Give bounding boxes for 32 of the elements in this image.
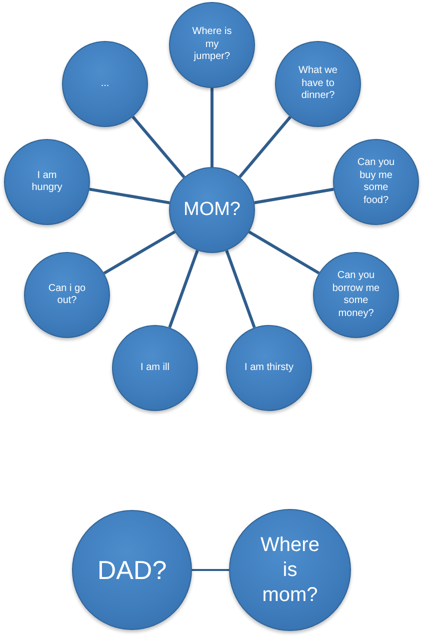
circle-label: I am hungry	[30, 170, 64, 194]
connector-line	[103, 230, 176, 275]
connector-line	[225, 250, 256, 328]
question-circle	[169, 2, 255, 88]
question-circle	[275, 41, 361, 127]
connector-line	[132, 116, 186, 178]
circle-label: What we have to dinner?	[298, 65, 338, 103]
connector-line	[238, 116, 292, 178]
circle-label: ...	[100, 78, 110, 90]
circle-label: Where is mom?	[260, 532, 320, 608]
circle-label: DAD?	[96, 554, 168, 586]
circle-label: Can you buy me some food?	[356, 157, 396, 207]
connector-line	[168, 250, 199, 328]
question-circle	[62, 41, 148, 127]
question-circle	[4, 139, 90, 225]
question-circle	[333, 139, 419, 225]
question-circle	[112, 325, 198, 411]
circle-label: I am ill	[140, 362, 170, 374]
question-circle	[226, 325, 312, 411]
circle-label: Where is my jumper?	[191, 26, 233, 64]
connector-line	[248, 230, 320, 274]
question-circle	[169, 167, 255, 253]
circle-label: I am thirsty	[244, 362, 294, 374]
question-circle	[313, 252, 399, 338]
connector-line	[254, 188, 334, 204]
connector-line	[89, 188, 170, 204]
circle-label: MOM?	[182, 198, 242, 222]
circle-label: Can i go out?	[47, 282, 87, 308]
connector-line	[210, 88, 214, 167]
question-circle	[24, 252, 110, 338]
circle-label: Can you borrow me some money?	[331, 270, 381, 320]
connector-line	[192, 569, 229, 571]
